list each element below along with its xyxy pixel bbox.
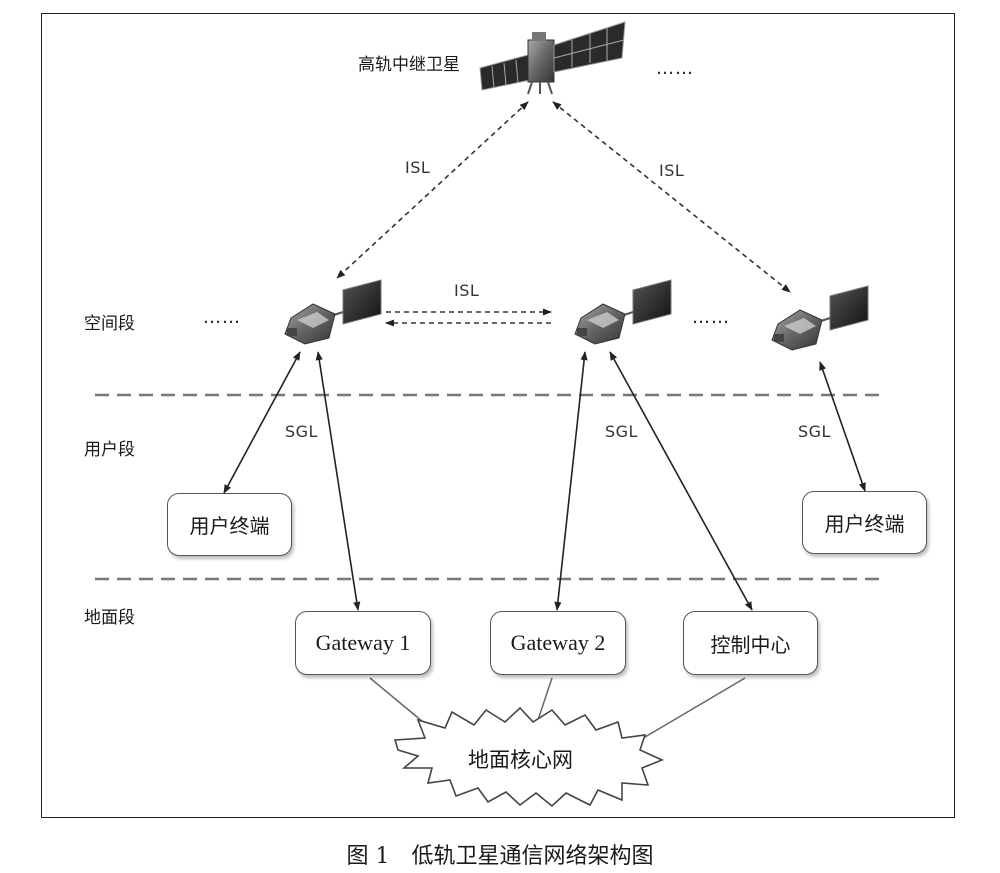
leo-satellite-left-icon [284, 279, 382, 345]
gateway1-label: Gateway 1 [315, 630, 411, 655]
segment-label-space: 空间段 [84, 314, 135, 334]
user-terminal-left-box: 用户终端 [167, 493, 292, 556]
isl-label-left: ISL [405, 158, 431, 177]
segment-label-user: 用户段 [84, 440, 135, 460]
sgl-link-gateway1 [315, 351, 361, 611]
isl-label-middle: ISL [454, 281, 480, 300]
gateway2-core-connector [537, 677, 553, 721]
sgl-link-control [609, 351, 753, 611]
control-center-box: 控制中心 [683, 611, 818, 675]
core-network-label: 地面核心网 [468, 748, 573, 772]
gateway2-box: Gateway 2 [490, 611, 626, 675]
control-core-connector [639, 677, 746, 741]
sgl-link-user-right [819, 361, 866, 492]
isl-link-right [552, 101, 791, 293]
sgl-link-gateway2 [554, 351, 588, 611]
sgl-label-left: SGL [285, 422, 318, 441]
isl-link-left [336, 101, 529, 279]
sgl-link-user-left [223, 351, 301, 494]
sgl-label-right: SGL [798, 422, 831, 441]
relay-satellite-label: 高轨中继卫星 [358, 55, 460, 75]
segment-label-ground: 地面段 [84, 608, 135, 628]
space-ellipsis-left: …… [203, 307, 241, 328]
user-terminal-right-label: 用户终端 [824, 512, 905, 536]
relay-ellipsis: …… [656, 58, 694, 79]
figure-caption: 图 1 低轨卫星通信网络架构图 [346, 844, 654, 869]
user-terminal-left-label: 用户终端 [189, 514, 270, 538]
isl-label-right: ISL [659, 161, 685, 180]
gateway2-label: Gateway 2 [510, 630, 606, 655]
sgl-label-middle: SGL [605, 422, 638, 441]
core-network-cloud [393, 706, 665, 808]
diagram-frame [41, 13, 955, 818]
control-center-label: 控制中心 [710, 632, 791, 657]
relay-satellite-icon [479, 21, 626, 95]
leo-satellite-middle-icon [574, 279, 672, 345]
user-terminal-right-box: 用户终端 [802, 491, 927, 554]
leo-satellite-right-icon [771, 285, 869, 351]
gateway1-box: Gateway 1 [295, 611, 431, 675]
space-ellipsis-middle: …… [692, 307, 730, 328]
